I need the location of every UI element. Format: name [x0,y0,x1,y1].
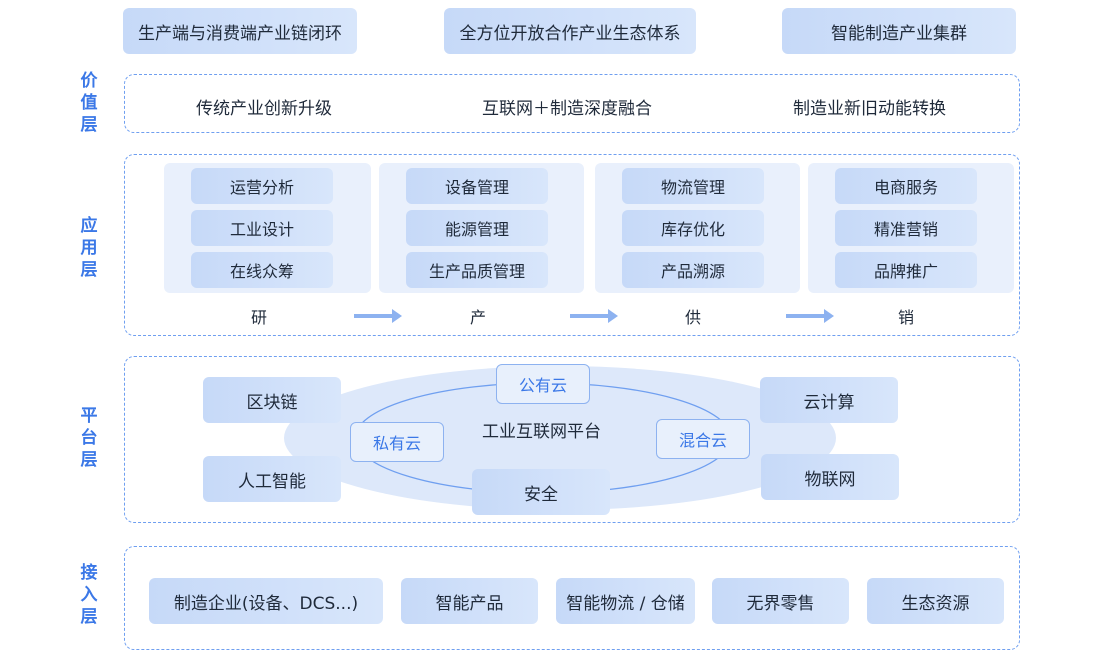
application-layer-box [124,154,1020,336]
access-layer-label: 接 入 层 [80,563,98,627]
platform-security: 安全 [472,469,610,515]
top-item-ecosystem: 全方位开放合作产业生态体系 [444,8,696,54]
platform-center-label: 工业互联网平台 [482,422,601,442]
stage-production: 产 [470,308,487,327]
arrow-right-icon [354,309,402,323]
private-cloud: 私有云 [350,422,444,462]
platform-layer-box [124,356,1020,523]
app-item-ecommerce-service: 电商服务 [835,168,977,204]
platform-layer-label: 平 台 层 [80,406,98,470]
platform-cloud-computing: 云计算 [760,377,898,423]
app-item-industrial-design: 工业设计 [191,210,333,246]
app-item-quality-management: 生产品质管理 [406,252,548,288]
public-cloud: 公有云 [496,364,590,404]
access-item-manufacturers: 制造企业(设备、DCS...) [149,578,383,624]
app-item-equipment-management: 设备管理 [406,168,548,204]
stage-research: 研 [251,308,268,327]
access-layer-box [124,546,1020,650]
value-item-fusion: 互联网＋制造深度融合 [482,99,652,119]
platform-blockchain: 区块链 [203,377,341,423]
value-item-upgrade: 传统产业创新升级 [196,99,332,119]
app-item-precision-marketing: 精准营销 [835,210,977,246]
app-item-brand-promotion: 品牌推广 [835,252,977,288]
arrow-right-icon [570,309,618,323]
app-item-crowdfunding: 在线众筹 [191,252,333,288]
hybrid-cloud: 混合云 [656,419,750,459]
app-item-energy-management: 能源管理 [406,210,548,246]
app-item-operations-analysis: 运营分析 [191,168,333,204]
platform-ai: 人工智能 [203,456,341,502]
arrow-right-icon [786,309,834,323]
value-item-transition: 制造业新旧动能转换 [793,99,946,119]
application-layer-label: 应 用 层 [80,216,98,280]
stage-sales: 销 [898,308,915,327]
app-item-inventory-optimization: 库存优化 [622,210,764,246]
top-item-industry-chain: 生产端与消费端产业链闭环 [123,8,357,54]
stage-supply: 供 [685,308,702,327]
access-item-unbounded-retail: 无界零售 [712,578,849,624]
top-item-cluster: 智能制造产业集群 [782,8,1016,54]
value-layer-label: 价 值 层 [80,71,98,135]
app-item-product-traceability: 产品溯源 [622,252,764,288]
access-item-ecosystem-resources: 生态资源 [867,578,1004,624]
app-item-logistics-management: 物流管理 [622,168,764,204]
platform-iot: 物联网 [761,454,899,500]
access-item-smart-logistics: 智能物流 / 仓储 [556,578,695,624]
access-item-smart-products: 智能产品 [401,578,538,624]
value-layer-box [124,74,1020,133]
